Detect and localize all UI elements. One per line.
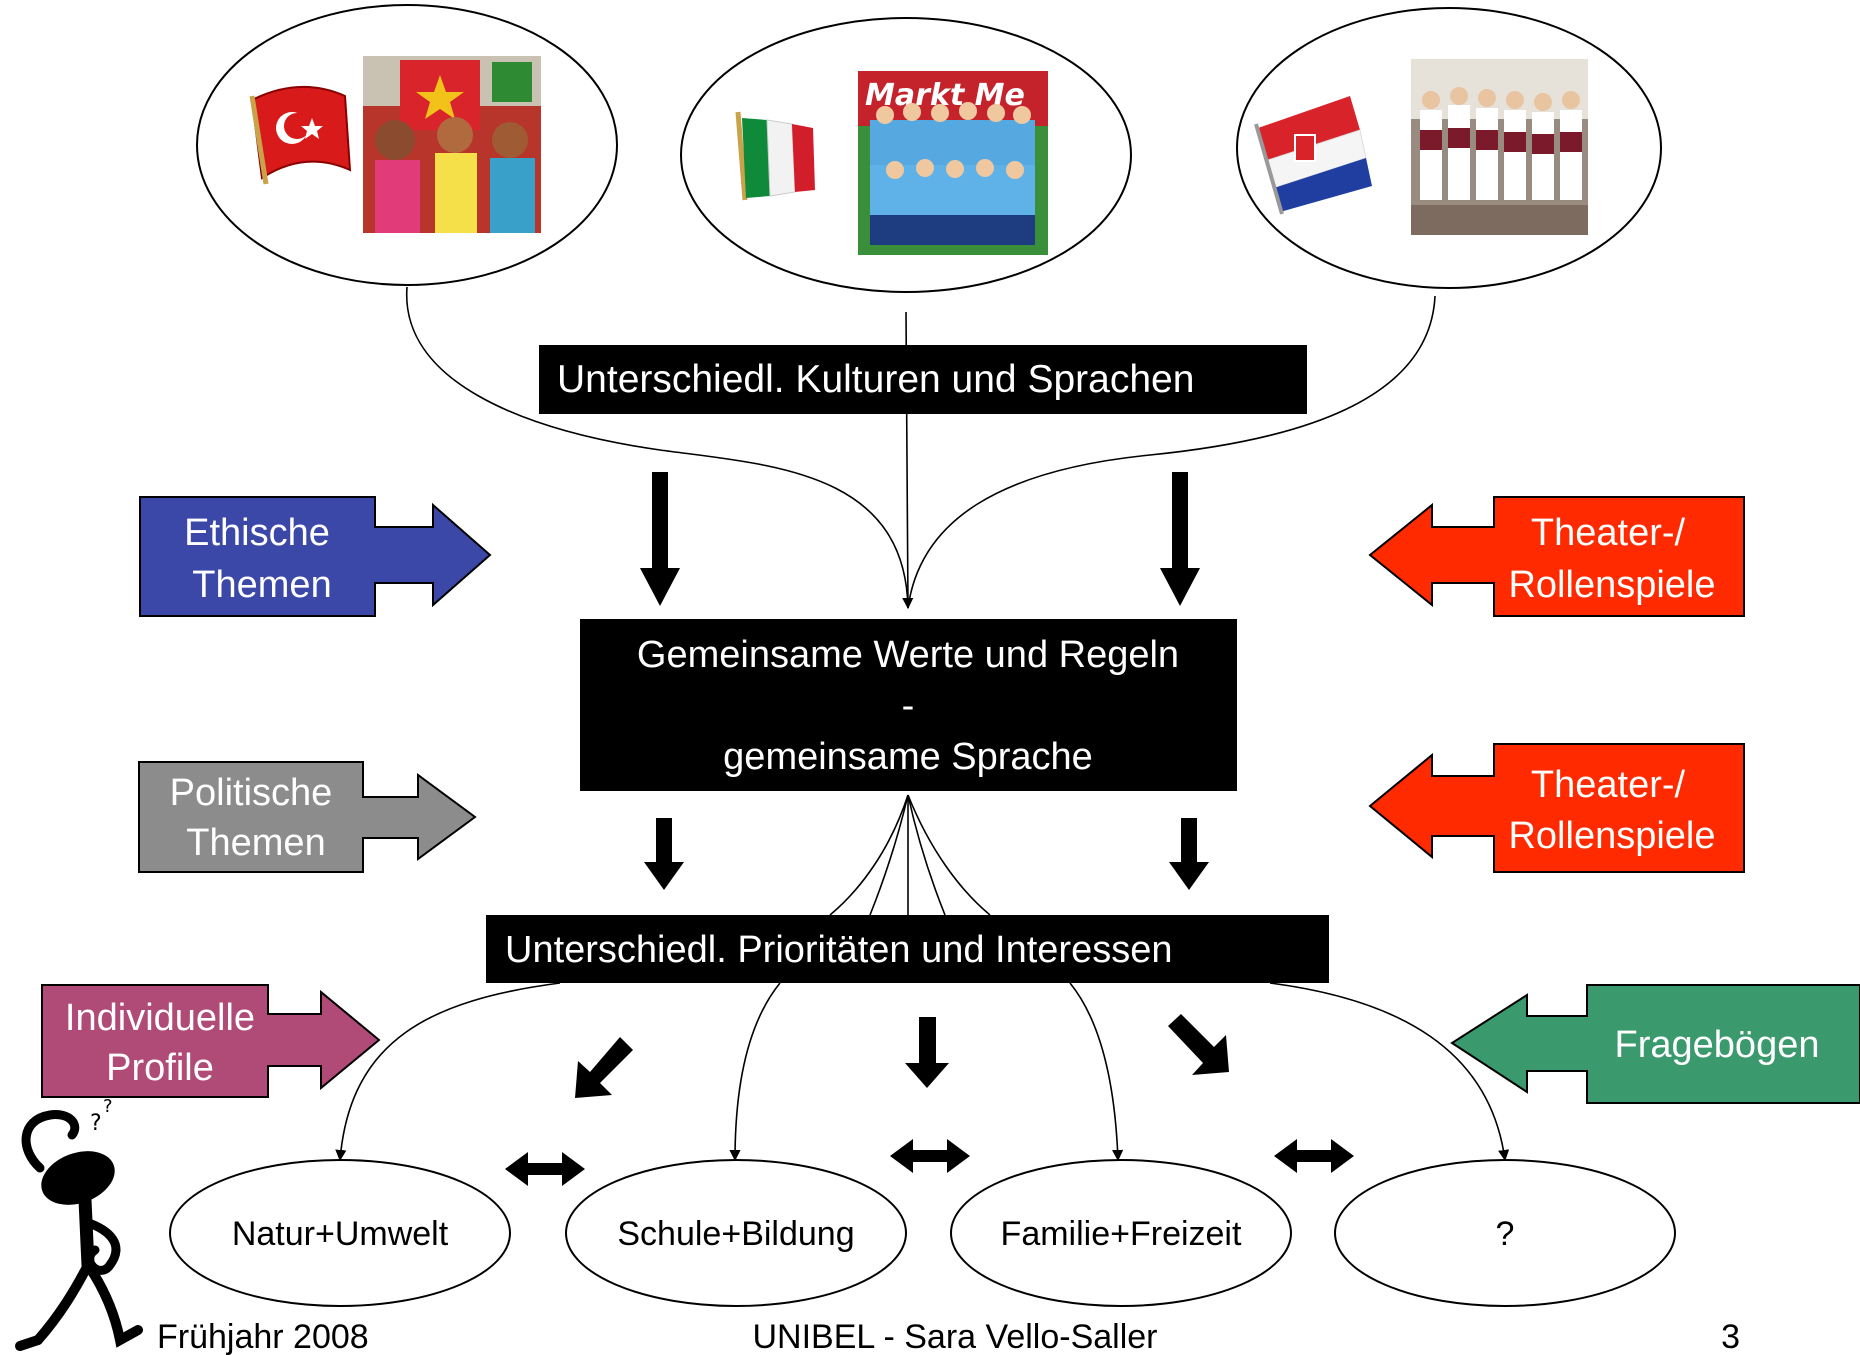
individuelle-line1: Individuelle (65, 997, 255, 1039)
croatian-folklore-photo (1411, 59, 1588, 235)
center-line2: - (902, 685, 915, 727)
thinking-figure-icon: ? ? (15, 1096, 143, 1351)
italian-flag-icon (735, 111, 815, 201)
turkish-flag-icon (249, 86, 352, 185)
frageboegen-text: Fragebögen (1615, 1024, 1820, 1066)
center-box: Gemeinsame Werte und Regeln - gemeinsame… (580, 619, 1237, 791)
italian-team-photo: Markt Me (858, 71, 1048, 255)
svg-text:?: ? (103, 1096, 113, 1117)
top-bar: Unterschiedl. Kulturen und Sprachen (539, 345, 1307, 414)
bottom-bar: Unterschiedl. Prioritäten und Interessen (486, 915, 1329, 983)
arrow-down-center (905, 1017, 949, 1088)
topic-oval-natur-umwelt: Natur+Umwelt (169, 1159, 511, 1307)
politische-line2: Themen (186, 822, 325, 864)
fan-lines (829, 794, 991, 916)
double-arrow-1 (505, 1152, 585, 1186)
arrow-theater-mid: Theater-/ Rollenspiele (1368, 743, 1745, 873)
question-mark-glyph: ? (90, 1111, 102, 1136)
turkish-festival-photo (363, 56, 541, 233)
arrow-diagonal-left (575, 1037, 633, 1098)
theater-mid-line2: Rollenspiele (1508, 815, 1715, 857)
footer-page-number: 3 (1721, 1318, 1740, 1355)
arrow-theater-top: Theater-/ Rollenspiele (1368, 496, 1745, 617)
footer-author: UNIBEL - Sara Vello-Saller (752, 1318, 1157, 1355)
topic-label-4: ? (1496, 1215, 1515, 1253)
topic-label-1: Natur+Umwelt (232, 1215, 449, 1253)
theater-top-line2: Rollenspiele (1508, 564, 1715, 606)
down-arrow-mid-right (1169, 818, 1209, 890)
topic-curves (335, 982, 1510, 1162)
topic-oval-schule-bildung: Schule+Bildung (565, 1159, 907, 1307)
center-line1: Gemeinsame Werte und Regeln (637, 634, 1179, 676)
arrow-ethische-themen: Ethische Themen (139, 496, 492, 617)
theater-mid-line1: Theater-/ (1531, 764, 1686, 806)
convergence-curves (406, 286, 1436, 610)
arrow-individuelle-profile: Individuelle Profile (41, 984, 381, 1098)
politische-line1: Politische (170, 772, 333, 814)
footer-date: Frühjahr 2008 (157, 1318, 369, 1355)
arrow-politische-themen: Politische Themen (138, 761, 477, 873)
theater-top-line1: Theater-/ (1531, 512, 1686, 554)
down-arrow-top-left (640, 472, 680, 606)
center-line3: gemeinsame Sprache (723, 736, 1093, 778)
ethische-line2: Themen (192, 564, 331, 606)
individuelle-line2: Profile (106, 1047, 214, 1089)
down-arrow-top-right (1160, 472, 1200, 606)
bottom-bar-text: Unterschiedl. Prioritäten und Interessen (505, 929, 1172, 971)
topic-label-3: Familie+Freizeit (1001, 1215, 1242, 1253)
topic-oval-familie-freizeit: Familie+Freizeit (950, 1159, 1292, 1307)
arrow-frageboegen: Fragebögen (1450, 984, 1860, 1104)
down-arrow-mid-left (644, 818, 684, 890)
arrow-diagonal-right (1168, 1014, 1229, 1075)
topic-label-2: Schule+Bildung (617, 1215, 854, 1253)
top-bar-text: Unterschiedl. Kulturen und Sprachen (557, 358, 1194, 401)
double-arrow-3 (1274, 1139, 1354, 1173)
topic-oval-unknown: ? (1334, 1159, 1676, 1307)
croatian-flag-icon (1254, 96, 1372, 215)
double-arrow-2 (890, 1139, 970, 1173)
ethische-line1: Ethische (184, 512, 330, 554)
